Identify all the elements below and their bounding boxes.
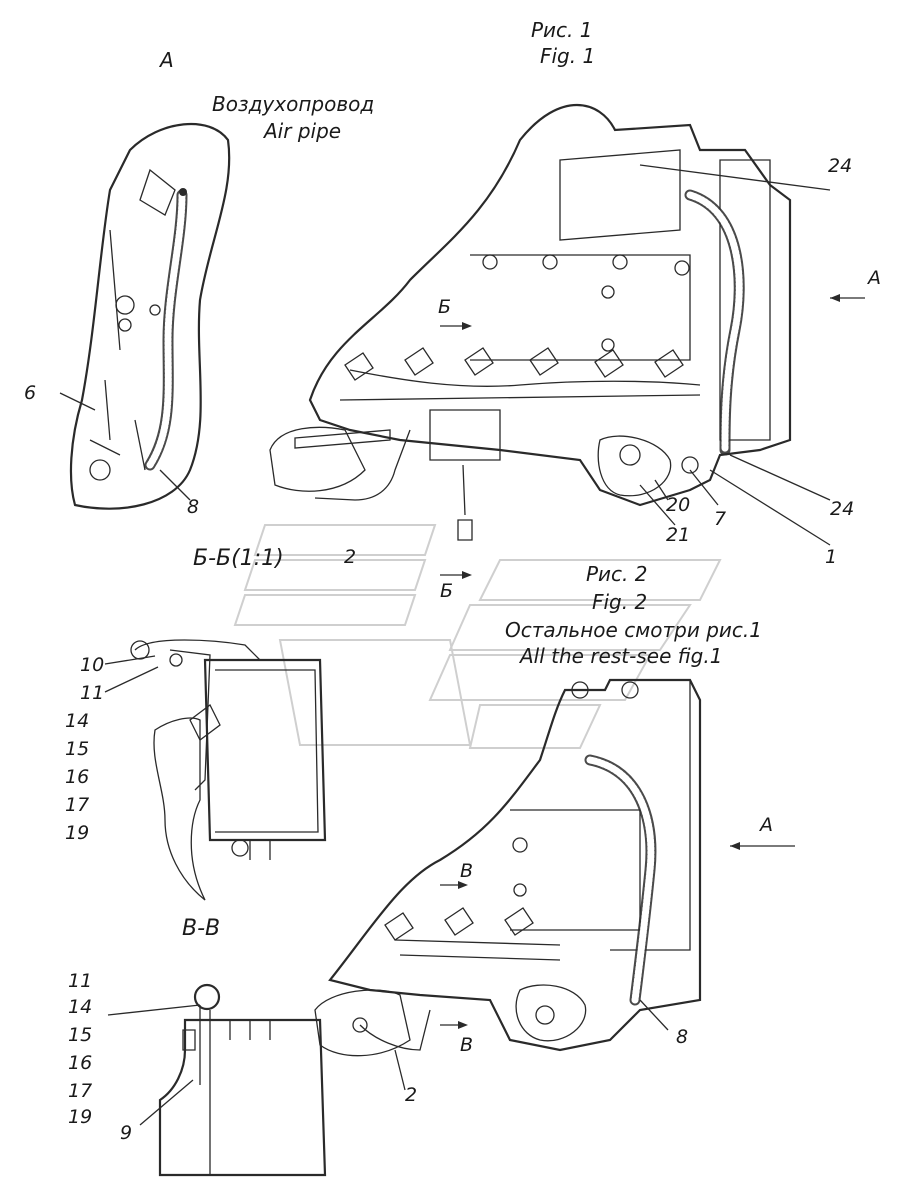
callout-17-vv: 17 [68, 1080, 93, 1102]
air-pipe-label-en: Air pipe [264, 119, 342, 143]
figure1-title-ru: Рис. 1 [531, 18, 593, 42]
figure1-engine-drawing [269, 103, 865, 579]
callout-19: 19 [65, 822, 90, 844]
callout-11-vv: 11 [68, 970, 93, 992]
callout-17: 17 [65, 794, 90, 816]
callout-14-vv: 14 [68, 996, 93, 1018]
section-vv-drawing [107, 983, 327, 1177]
view-a-marker-fig2: A [760, 814, 773, 836]
callout-21: 21 [666, 524, 691, 546]
callout-20: 20 [666, 494, 691, 516]
air-pipe-label-ru: Воздухопровод [212, 92, 375, 116]
section-v-marker-bottom: В [460, 1034, 474, 1056]
callout-8: 8 [187, 496, 200, 518]
callout-24-top: 24 [828, 155, 853, 177]
view-a-drawing [59, 122, 231, 510]
callout-2-fig1: 2 [344, 546, 357, 568]
watermark-logo [233, 524, 722, 749]
section-vv-title: В-В [182, 916, 221, 941]
callout-15: 15 [65, 738, 90, 760]
callout-16-vv: 16 [68, 1052, 93, 1074]
figure2-engine-drawing [314, 678, 795, 1091]
callout-24-bottom: 24 [830, 498, 855, 520]
figure1-title-en: Fig. 1 [540, 44, 596, 68]
callout-6: 6 [24, 382, 37, 404]
section-bb-drawing [104, 639, 327, 901]
callout-7: 7 [714, 508, 727, 530]
callout-15-vv: 15 [68, 1024, 93, 1046]
figure2-title-ru: Рис. 2 [586, 562, 648, 586]
section-bb-title: Б-Б(1:1) [193, 546, 284, 571]
callout-14: 14 [65, 710, 90, 732]
callout-16: 16 [65, 766, 90, 788]
view-a-title: A [160, 48, 174, 72]
callout-9: 9 [120, 1122, 133, 1144]
callout-11: 11 [80, 682, 105, 704]
callout-10: 10 [80, 654, 105, 676]
callout-19-vv: 19 [68, 1106, 93, 1128]
figure2-note-en: All the rest-see fig.1 [520, 644, 723, 668]
section-b-marker-bottom: Б [440, 580, 454, 602]
callout-8-fig2: 8 [676, 1026, 689, 1048]
figure2-title-en: Fig. 2 [592, 590, 648, 614]
section-v-marker-top: В [460, 860, 474, 882]
figure2-note-ru: Остальное смотри рис.1 [505, 618, 762, 642]
callout-2-fig2: 2 [405, 1084, 418, 1106]
section-b-marker-top: Б [438, 296, 452, 318]
callout-1: 1 [825, 546, 838, 568]
view-a-marker: A [868, 267, 881, 289]
